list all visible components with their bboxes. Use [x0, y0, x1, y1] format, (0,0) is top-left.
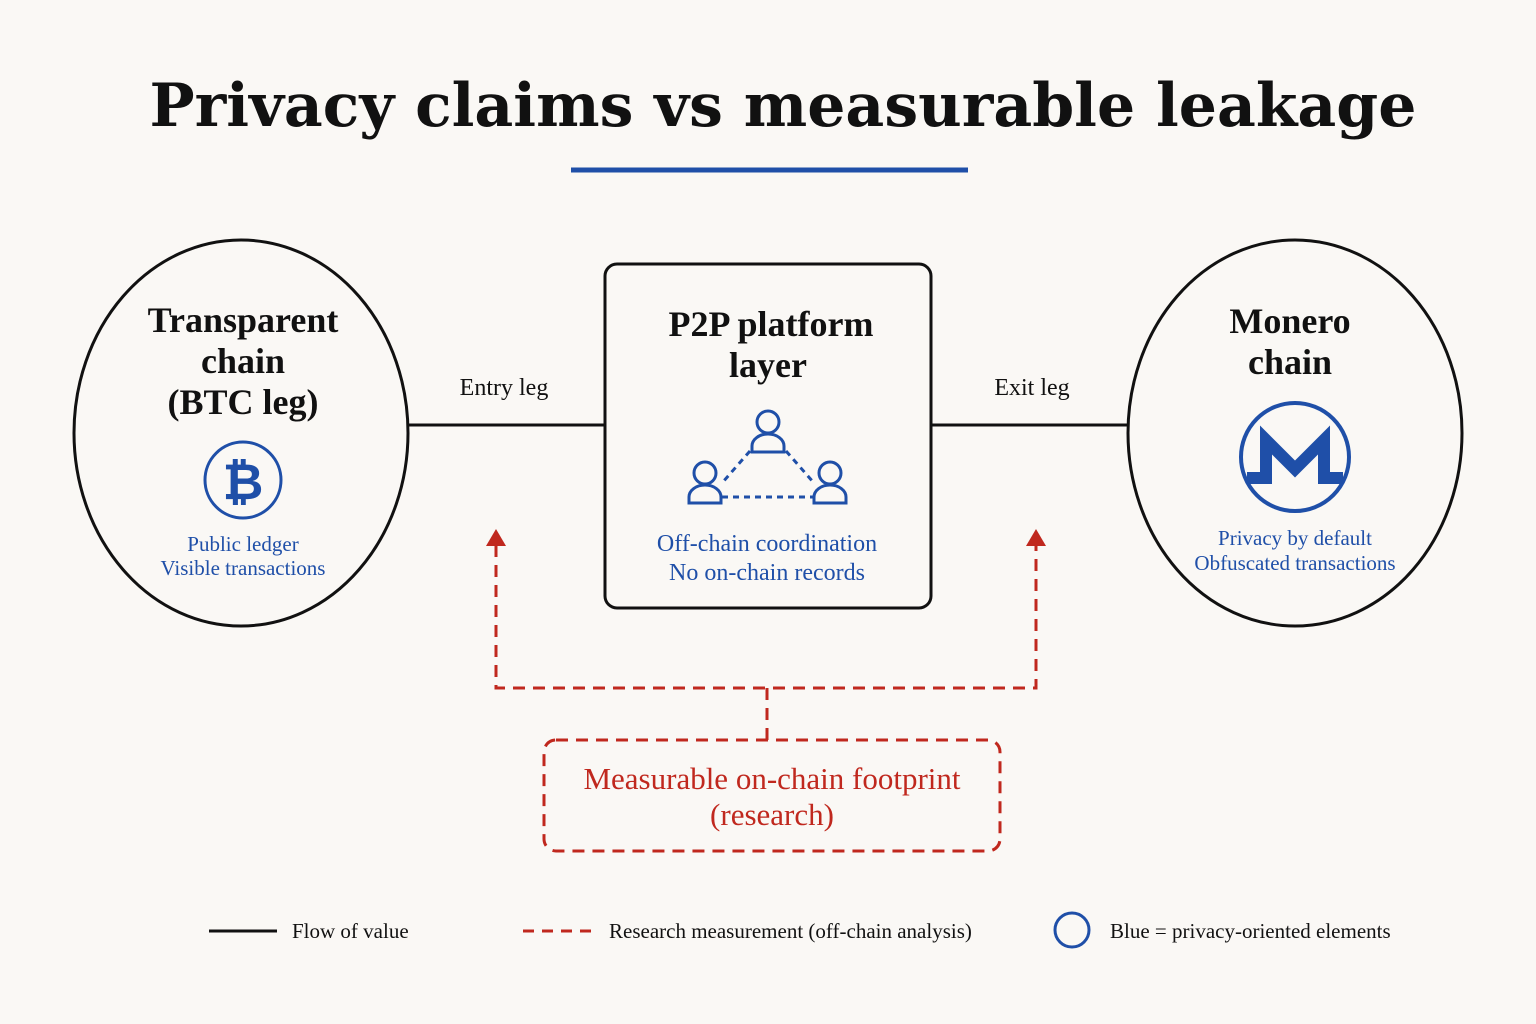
research-measurement-arrows [486, 529, 1046, 740]
p2p-platform-title-line-1: P2P platform [669, 304, 874, 344]
research-box-border [542, 738, 1002, 853]
research-box-line-1: Measurable on-chain footprint [583, 761, 960, 796]
legend-flow-label: Flow of value [292, 919, 409, 943]
transparent-chain-note-1: Public ledger [187, 532, 298, 556]
transparent-chain-ellipse [72, 238, 410, 628]
legend-research-label: Research measurement (off-chain analysis… [609, 919, 972, 943]
legend-blue-label: Blue = privacy-oriented elements [1110, 919, 1391, 943]
transparent-chain-note-2: Visible transactions [161, 556, 326, 580]
diagram-title: Privacy claims vs measurable leakage [150, 71, 1417, 141]
p2p-platform-note-1: Off-chain coordination [657, 531, 877, 557]
monero-icon [1239, 401, 1351, 513]
monero-chain-note-1: Privacy by default [1218, 526, 1372, 550]
peer-network-icon [687, 409, 848, 505]
entry-leg-label: Entry leg [460, 375, 549, 401]
p2p-platform-note-2: No on-chain records [669, 560, 865, 586]
peer-right-icon [812, 460, 848, 505]
monero-chain-ellipse [1126, 238, 1464, 628]
transparent-chain-title-line-2: chain [201, 341, 285, 381]
bitcoin-icon: ₿ [203, 440, 283, 520]
transparent-chain-node: Transparent chain (BTC leg) ₿ Public led… [72, 238, 410, 628]
research-box-line-2: (research) [710, 797, 834, 832]
legend: Flow of value Research measurement (off-… [209, 911, 1391, 949]
exit-leg-label: Exit leg [994, 375, 1069, 401]
monero-chain-title-line-2: chain [1248, 342, 1332, 382]
monero-chain-title-line-1: Monero [1229, 301, 1350, 341]
p2p-platform-node: P2P platform layer Off-chain coordinatio… [603, 262, 933, 610]
research-dashed-path [494, 545, 1038, 690]
entry-arrowhead-icon [486, 529, 506, 546]
legend-blue-circle-icon [1053, 911, 1091, 949]
research-box: Measurable on-chain footprint (research) [542, 738, 1002, 853]
exit-arrowhead-icon [1026, 529, 1046, 546]
peer-left-icon [687, 460, 723, 505]
transparent-chain-title-line-3: (BTC leg) [168, 382, 319, 422]
svg-text:₿: ₿ [223, 453, 264, 511]
monero-chain-note-2: Obfuscated transactions [1194, 551, 1395, 575]
p2p-platform-title-line-2: layer [729, 345, 807, 385]
peer-top-icon [750, 409, 786, 454]
p2p-platform-box [603, 262, 933, 610]
monero-chain-node: Monero chain Privacy by default Obfuscat… [1126, 238, 1464, 628]
transparent-chain-title-line-1: Transparent [148, 300, 339, 340]
